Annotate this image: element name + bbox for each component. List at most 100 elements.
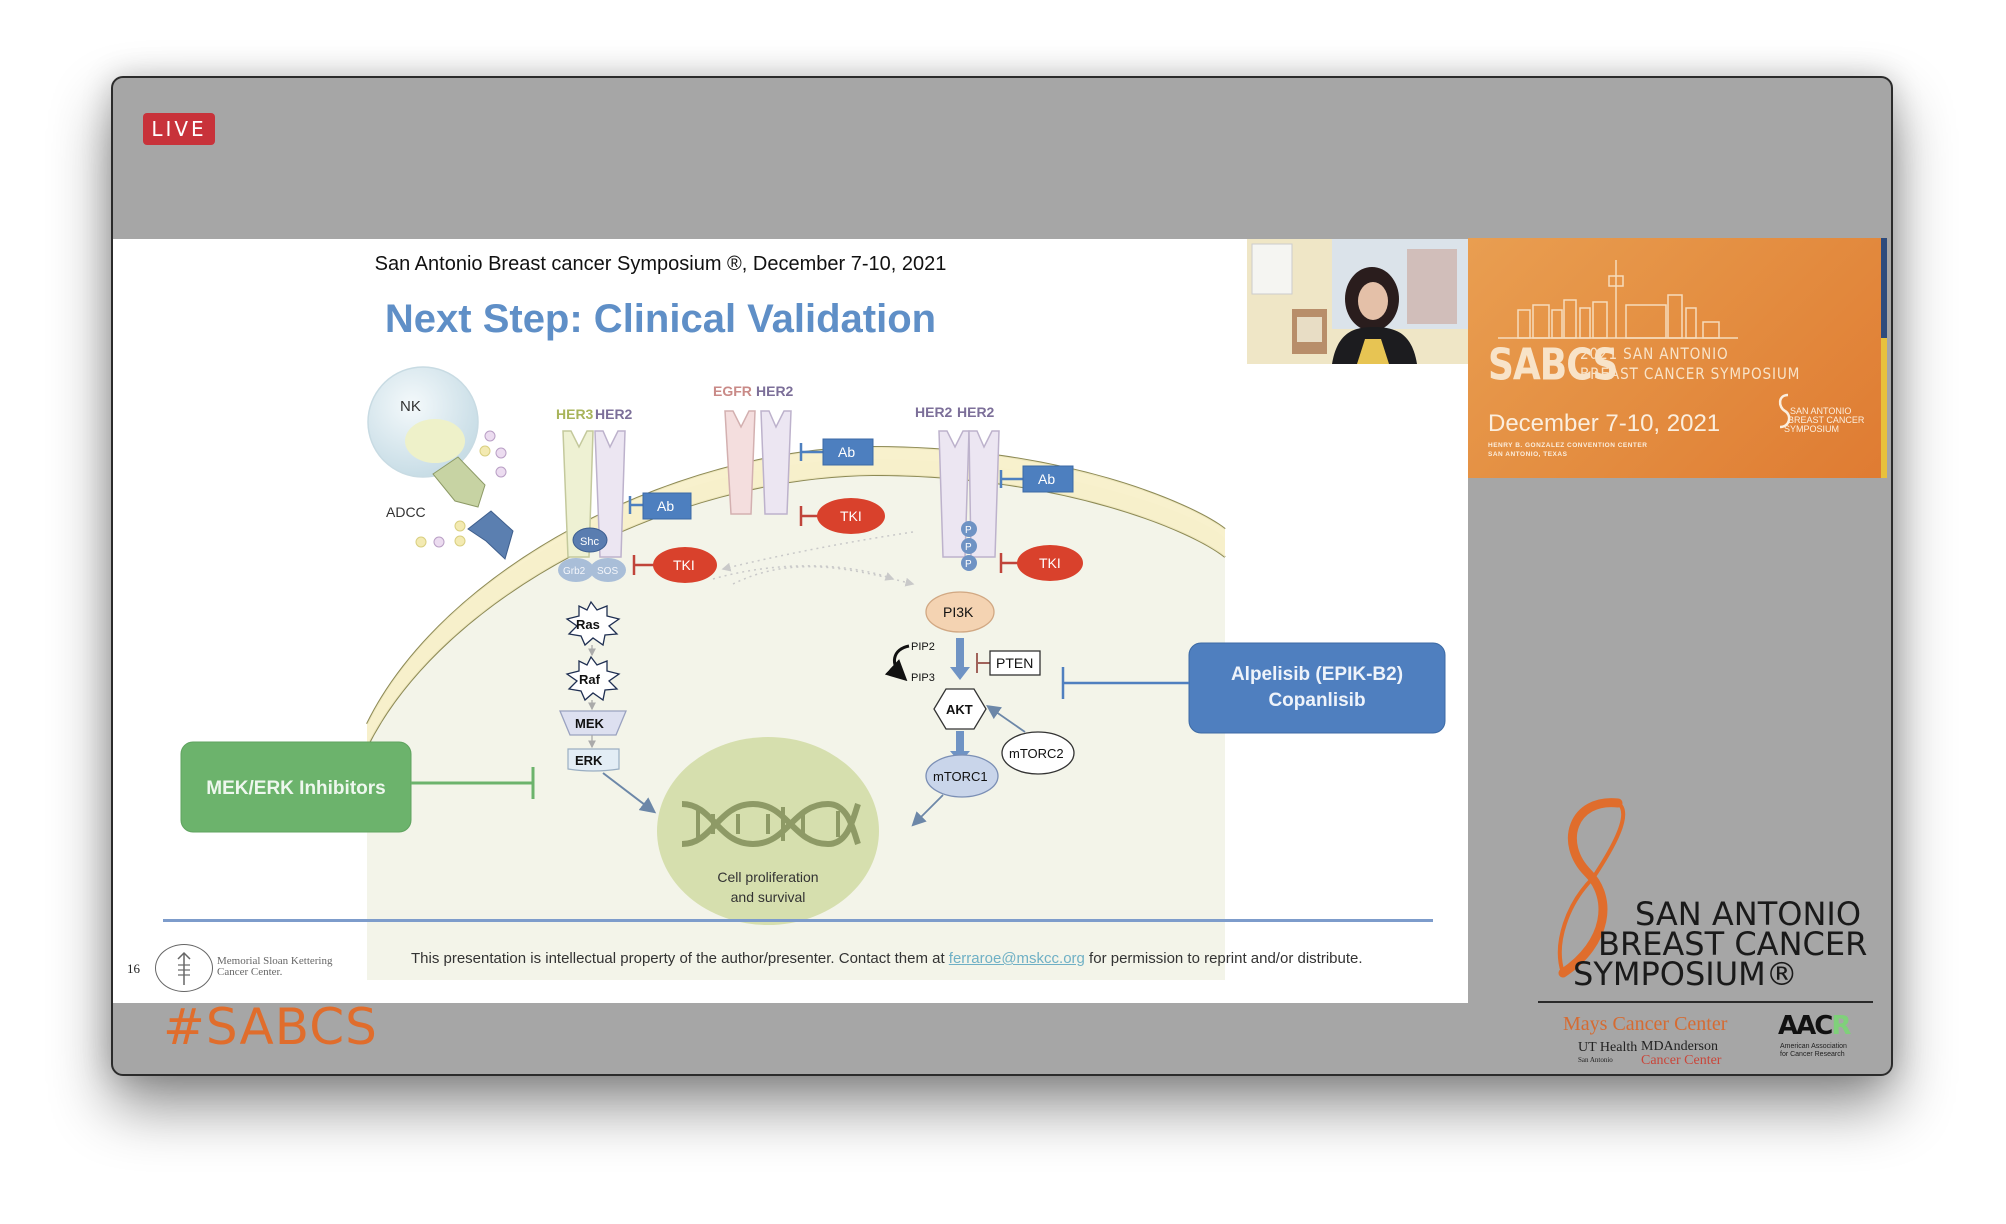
sabcs-sponsor-logo: SAN ANTONIO BREAST CANCER SYMPOSIUM® May… (1523, 793, 1873, 1068)
antibody-3: Ab (999, 465, 1074, 493)
banner-stripe-yellow (1881, 338, 1887, 478)
receptor-her3-her2: HER3 HER2 Shc Grb2 SOS (556, 406, 633, 582)
conference-line: San Antonio Breast cancer Symposium ®, D… (374, 253, 947, 275)
ut-health: UT Health (1578, 1040, 1638, 1055)
tki-label: TKI (1039, 555, 1061, 571)
speaker-webcam (1247, 239, 1468, 364)
nucleus: Cell proliferation and survival (657, 737, 879, 925)
alpelisib-label: Alpelisib (EPIK-B2) (1231, 664, 1403, 685)
receptor-label-her2b: HER2 (756, 383, 794, 399)
md-anderson-line1: MDAnderson (1641, 1039, 1718, 1054)
receptor-egfr-her2: EGFR HER2 (713, 383, 794, 515)
ut-health-sub: San Antonio (1578, 1056, 1613, 1064)
phospho-3: P (965, 559, 972, 570)
aacr-main: AAC (1778, 1011, 1833, 1041)
aacr-sub-2: for Cancer Research (1780, 1051, 1845, 1058)
tki-1: TKI (632, 547, 717, 583)
logo-line-3: SYMPOSIUM® (1573, 955, 1798, 993)
receptor-label-her2: HER2 (595, 406, 633, 422)
cross-talk-arrows (712, 531, 915, 587)
node-mek: MEK (575, 716, 605, 731)
banner-mini-logo: SAN ANTONIO BREAST CANCER SYMPOSIUM (1774, 393, 1874, 473)
pi3k-pathway: PI3K PIP2 PIP3 PTEN AKT mTORC1 mTORC2 (884, 591, 1075, 827)
institution-name: Memorial Sloan Kettering Cancer Center. (217, 956, 332, 978)
node-pten: PTEN (996, 655, 1033, 671)
adcc-label: ADCC (386, 504, 426, 520)
aacr-r: R (1831, 1011, 1851, 1041)
slide-title: Next Step: Clinical Validation (384, 297, 937, 341)
her2-pathway-diagram: NK ADCC HER3 HER2 Shc (180, 366, 1446, 980)
tki-3: TKI (999, 545, 1083, 581)
event-hashtag: #SABCS (163, 998, 378, 1056)
receptor-label-her3: HER3 (556, 406, 594, 422)
md-anderson: MDAnderson Cancer Center (1641, 1040, 1721, 1068)
adaptor-shc: Shc (580, 536, 599, 548)
nk-cell: NK ADCC (367, 366, 514, 560)
banner-abbr: SABCS (1488, 339, 1618, 391)
receptor-label-egfr: EGFR (713, 383, 752, 399)
banner-tagline-1: 2021 SAN ANTONIO (1580, 344, 1729, 363)
msk-logo-icon (155, 944, 213, 992)
receptor-her2-her2: HER2 HER2 P P P (915, 404, 1000, 571)
footer-divider (163, 919, 1433, 922)
tki-label: TKI (673, 557, 695, 573)
mini-logo-line1: SAN ANTONIO (1790, 406, 1852, 416)
banner-stripe-blue (1881, 238, 1887, 338)
mini-logo-line3: SYMPOSIUM (1784, 424, 1840, 434)
phospho-2: P (965, 542, 972, 553)
mays-cancer-center: Mays Cancer Center (1563, 1013, 1728, 1035)
stream-window: LIVE San Antonio Breast cancer Symposium… (111, 76, 1893, 1076)
banner-venue-2: SAN ANTONIO, TEXAS (1488, 451, 1568, 458)
banner-tagline-2: BREAST CANCER SYMPOSIUM (1580, 364, 1801, 383)
antibody-1: Ab (628, 492, 692, 520)
node-akt: AKT (946, 702, 973, 717)
banner-venue-1: HENRY B. GONZALEZ CONVENTION CENTER (1488, 442, 1648, 449)
footer-text-post: for permission to reprint and/or distrib… (1084, 950, 1363, 967)
institution-line1: Memorial Sloan Kettering (217, 955, 333, 967)
mini-logo-line2: BREAST CANCER (1788, 415, 1865, 425)
logo-line-2: BREAST CANCER (1598, 925, 1868, 963)
md-anderson-line2: Cancer Center (1641, 1053, 1722, 1068)
institution-line2: Cancer Center. (217, 966, 283, 978)
node-ras: Ras (576, 617, 600, 632)
logo-line-1: SAN ANTONIO (1635, 895, 1862, 933)
copanlisib-label: Copanlisib (1268, 690, 1365, 711)
adaptor-grb2: Grb2 (563, 566, 586, 577)
skyline-icon (1498, 260, 1738, 339)
ribbon-icon (1778, 393, 1791, 429)
tki-label: TKI (840, 508, 862, 524)
ab-label: Ab (838, 444, 855, 460)
slide-page-number: 16 (127, 961, 140, 976)
node-mtorc2: mTORC2 (1009, 746, 1064, 761)
mek-erk-inhibitors-label: MEK/ERK Inhibitors (206, 778, 385, 799)
pip2-label: PIP2 (911, 641, 935, 653)
dna-icon (681, 800, 861, 848)
presentation-slide: San Antonio Breast cancer Symposium ®, D… (113, 239, 1468, 1003)
aacr-sub-1: American Association (1780, 1043, 1847, 1050)
copyright-notice: This presentation is intellectual proper… (411, 950, 1363, 967)
node-pi3k: PI3K (943, 604, 974, 620)
mapk-pathway: Ras Raf MEK ERK (559, 600, 657, 814)
author-email-link[interactable]: ferraroe@mskcc.org (948, 950, 1085, 967)
node-erk: ERK (575, 753, 603, 768)
receptor-label-her2d: HER2 (957, 404, 995, 420)
phospho-1: P (965, 525, 972, 536)
aacr-subtitle: American Association for Cancer Research (1780, 1043, 1847, 1059)
nucleus-label-2: and survival (731, 889, 806, 905)
speaker-video-icon (1247, 239, 1468, 364)
adaptor-sos: SOS (597, 566, 618, 577)
aacr-logo: AACR (1778, 1011, 1851, 1041)
receptor-label-her2c: HER2 (915, 404, 953, 420)
mek-erk-inhibitor-box: MEK/ERK Inhibitors (180, 741, 535, 833)
logo-divider (1538, 1001, 1873, 1003)
nk-label: NK (400, 398, 421, 415)
nucleus-label-1: Cell proliferation (717, 869, 818, 885)
pip3-label: PIP3 (911, 672, 935, 684)
footer-text-pre: This presentation is intellectual proper… (411, 950, 949, 967)
tki-2: TKI (799, 498, 885, 534)
ribbon-icon (1557, 798, 1626, 978)
antibody-2: Ab (799, 438, 874, 466)
node-mtorc1: mTORC1 (933, 769, 988, 784)
ab-label: Ab (657, 498, 674, 514)
event-banner: SABCS 2021 SAN ANTONIO BREAST CANCER SYM… (1468, 238, 1887, 478)
